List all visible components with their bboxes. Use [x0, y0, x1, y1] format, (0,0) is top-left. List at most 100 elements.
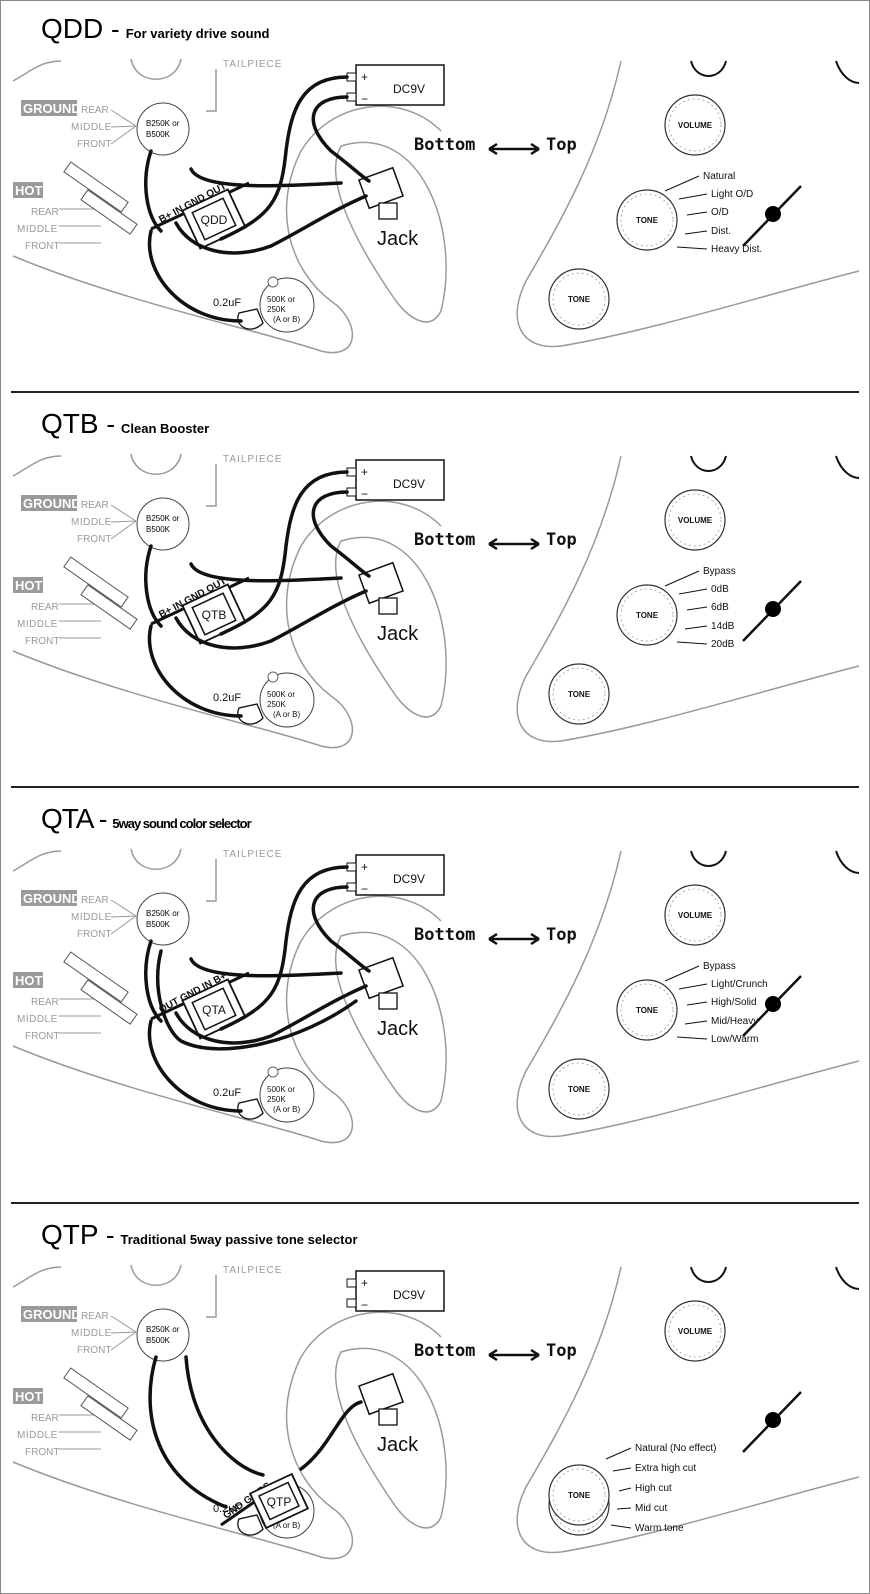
- tailpiece-label: TAILPIECE: [223, 849, 282, 860]
- hot-front-label: FRONT: [25, 1447, 59, 1458]
- section-qtp: QTP -Traditional 5way passive tone selec…: [1, 1207, 869, 1593]
- hot-rear-label: REAR: [31, 602, 59, 613]
- knob-label: VOLUME: [678, 516, 713, 525]
- tone-position-arrow: [676, 641, 708, 645]
- ground-lead: [110, 1331, 137, 1334]
- jack-sleeve: [378, 597, 398, 615]
- horn-outline: [690, 1266, 727, 1283]
- body-outline: [516, 1266, 860, 1554]
- knob-label: TONE: [636, 216, 659, 225]
- hot-middle-label: MIDDLE: [17, 224, 58, 235]
- tone-position-arrow: [686, 606, 708, 611]
- volume-pot-value: (A or B): [273, 1521, 300, 1530]
- knob-body: [664, 1300, 726, 1362]
- capacitor: [237, 1514, 264, 1536]
- selector-switch: [63, 1367, 129, 1419]
- pot-value-label: B250K or: [146, 514, 180, 523]
- pot-value-label: B500K: [146, 1336, 171, 1345]
- tailpiece-wire: [206, 859, 217, 902]
- tone-position-arrow: [610, 1524, 632, 1529]
- double-arrow: [488, 1348, 540, 1362]
- section-title: QDD -For variety drive sound: [41, 13, 269, 45]
- pot-value-label: B500K: [146, 525, 171, 534]
- bottom-label: Bottom: [414, 925, 475, 945]
- tone-knob-2: TONE: [548, 663, 610, 725]
- horn-outline: [835, 60, 860, 84]
- ground-middle-label: MIDDLE: [71, 1328, 112, 1339]
- wiring-diagram: TAILPIECEGROUNDHOTREARMIDDLEFRONTREARMID…: [12, 848, 860, 1144]
- hot-label-bg: [13, 972, 43, 988]
- module-box-inner: [191, 197, 237, 241]
- tone-position-label: 14dB: [711, 621, 735, 632]
- hot-middle-label: MIDDLE: [17, 1014, 58, 1025]
- ground-middle-label: MIDDLE: [71, 122, 112, 133]
- module-box-inner: [191, 592, 237, 636]
- hot-label: HOT: [15, 973, 43, 988]
- tone-position-label: Light/Crunch: [711, 979, 768, 990]
- volume-knob: VOLUME: [664, 94, 726, 156]
- jack-sleeve: [378, 992, 398, 1010]
- tone-position-arrow: [684, 625, 708, 630]
- tone-position-label: 6dB: [711, 602, 729, 613]
- pot-value-label: B250K or: [146, 1325, 180, 1334]
- volume-pot-value: (A or B): [273, 710, 300, 719]
- model-subtitle: Traditional 5way passive tone selector: [120, 1232, 358, 1247]
- capacitor-label: 0.2uF: [213, 297, 241, 309]
- double-arrow: [488, 142, 540, 156]
- model-name: QTP: [41, 1219, 99, 1250]
- tone-position-label: Light O/D: [711, 189, 753, 200]
- knob-body: [616, 979, 678, 1041]
- volume-pot-value: (A or B): [273, 1105, 300, 1114]
- volume-pot-value: (A or B): [273, 315, 300, 324]
- jack-plate-outline: [335, 1347, 447, 1529]
- wire-out-b: [156, 949, 358, 1051]
- capacitor: [237, 1098, 264, 1120]
- ground-lead: [110, 915, 137, 918]
- body-outline: [12, 1266, 62, 1288]
- module-label: QTB: [202, 608, 227, 622]
- battery-minus: −: [361, 92, 368, 106]
- top-label: Top: [546, 925, 577, 945]
- wire-battery-minus: [311, 95, 371, 183]
- double-arrow: [488, 537, 540, 551]
- model-subtitle: For variety drive sound: [125, 26, 270, 41]
- ground-rear-label: REAR: [81, 500, 109, 511]
- body-outline: [12, 455, 62, 477]
- knob-body: [548, 1464, 610, 1526]
- battery-plus: +: [361, 465, 368, 479]
- section-title: QTB -Clean Booster: [41, 408, 209, 440]
- hot-label: HOT: [15, 578, 43, 593]
- ground-front-label: FRONT: [77, 534, 111, 545]
- wire-ground-jack: [174, 194, 368, 255]
- knob-label: TONE: [568, 1085, 591, 1094]
- battery-terminal: [346, 1298, 357, 1308]
- knob-label: TONE: [636, 1006, 659, 1015]
- wire-in: [144, 544, 163, 628]
- wire-in: [144, 939, 163, 1023]
- knob-scale: [668, 493, 722, 547]
- wire-battery-plus: [219, 865, 349, 1031]
- volume-pot-value: 500K or: [267, 1085, 295, 1094]
- jack-label: Jack: [377, 228, 419, 250]
- section-divider: [11, 786, 859, 788]
- tone-position-label: Warm tone: [635, 1523, 684, 1534]
- selector-switch: [80, 189, 138, 235]
- tone-knob-2: TONE: [548, 1058, 610, 1120]
- battery-minus: −: [361, 487, 368, 501]
- ground-lead: [110, 1331, 137, 1351]
- tone-position-label: 0dB: [711, 584, 729, 595]
- jack-label: Jack: [377, 623, 419, 645]
- ground-lead: [110, 520, 137, 523]
- top-label: Top: [546, 530, 577, 550]
- battery-minus: −: [361, 1298, 368, 1312]
- knob-label: TONE: [568, 295, 591, 304]
- knob-scale: [552, 1062, 606, 1116]
- model-subtitle: Clean Booster: [121, 421, 210, 436]
- ground-front-label: FRONT: [77, 929, 111, 940]
- module-label: QTP: [267, 1495, 292, 1509]
- battery-minus: −: [361, 882, 368, 896]
- ground-front-label: FRONT: [77, 139, 111, 150]
